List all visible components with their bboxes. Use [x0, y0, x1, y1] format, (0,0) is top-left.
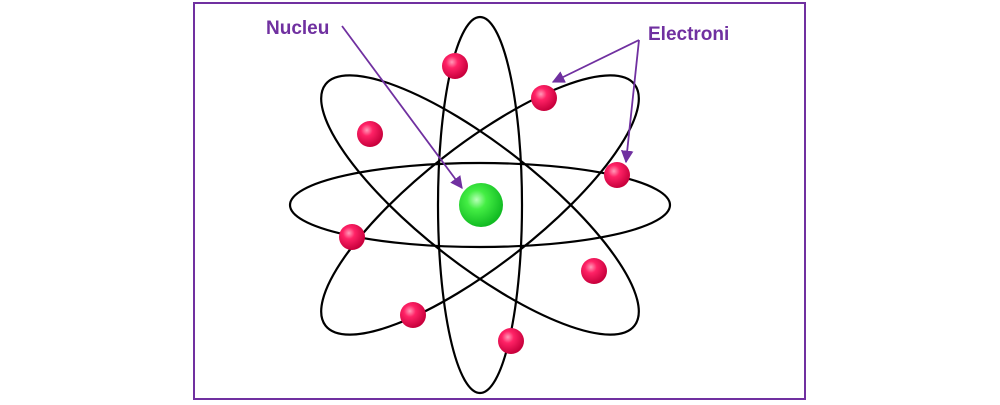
electron	[581, 258, 607, 284]
orbits	[288, 15, 672, 395]
electron	[604, 162, 630, 188]
electron	[357, 121, 383, 147]
diagram-frame	[193, 2, 806, 400]
nucleus	[459, 183, 503, 227]
electrons	[339, 53, 630, 354]
electron-arrow	[620, 39, 640, 164]
orbit-vertical	[436, 15, 524, 395]
electron	[400, 302, 426, 328]
electron	[498, 328, 524, 354]
orbit-horizontal	[288, 161, 672, 249]
electron	[531, 85, 557, 111]
electron	[339, 224, 365, 250]
arrows	[341, 25, 640, 190]
electron	[442, 53, 468, 79]
nucleus-arrow	[341, 25, 463, 190]
electrons-label: Electroni	[648, 24, 729, 45]
orbit-diagonal-down	[320, 74, 640, 336]
electron-arrow	[551, 39, 640, 83]
nucleus-label: Nucleu	[266, 18, 329, 39]
